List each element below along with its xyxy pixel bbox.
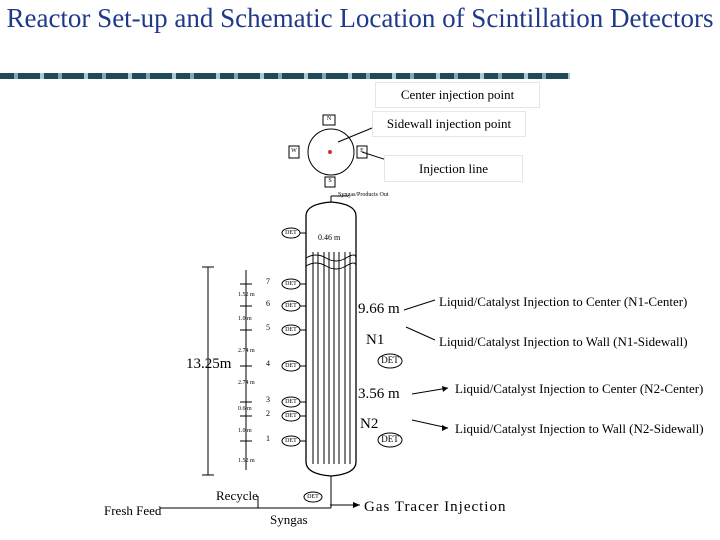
spacing-label-3: 2.74 m bbox=[238, 348, 255, 354]
legend-n2-center: Liquid/Catalyst Injection to Center (N2-… bbox=[455, 381, 704, 396]
level-5-label: 5 bbox=[266, 323, 270, 332]
spacing-label-4: 2.74 m bbox=[238, 380, 255, 386]
det-oval-top bbox=[281, 227, 301, 239]
det-label-1: DET bbox=[285, 438, 297, 444]
fresh-feed-label: Fresh Feed bbox=[104, 503, 162, 518]
det-oval-3 bbox=[281, 396, 301, 408]
det-oval-1 bbox=[281, 435, 301, 447]
level-7-label: 7 bbox=[266, 277, 270, 286]
south-label: S bbox=[328, 178, 332, 184]
spacing-label-1: 1.52 m bbox=[238, 292, 255, 298]
recycle-label: Recycle bbox=[216, 488, 258, 503]
det-label-n2: DET bbox=[381, 434, 399, 444]
east-label: E bbox=[360, 148, 364, 154]
det-oval-6 bbox=[281, 300, 301, 312]
det-label-4: DET bbox=[285, 363, 297, 369]
upper-height-label: 9.66 m bbox=[358, 301, 400, 317]
n2-label: N2 bbox=[360, 416, 379, 432]
west-box bbox=[288, 145, 300, 159]
n1-label: N1 bbox=[366, 332, 385, 348]
level-3-label: 3 bbox=[266, 395, 270, 404]
reactor-vessel bbox=[305, 201, 357, 477]
spacing-label-2: 1.0 m bbox=[238, 316, 252, 322]
lower-height-label: 3.56 m bbox=[358, 386, 400, 402]
sidewall-injection-callout: Sidewall injection point bbox=[372, 111, 526, 137]
level-4-label: 4 bbox=[266, 359, 270, 368]
det-label-6: DET bbox=[285, 303, 297, 309]
west-label: W bbox=[291, 148, 297, 154]
legend-n2-wall: Liquid/Catalyst Injection to Wall (N2-Si… bbox=[455, 421, 704, 436]
det-oval-5 bbox=[281, 324, 301, 336]
east-box bbox=[356, 145, 368, 159]
det-oval-n2 bbox=[377, 432, 403, 448]
det-label-n1: DET bbox=[381, 355, 399, 365]
north-box bbox=[322, 114, 336, 126]
north-label: N bbox=[326, 116, 332, 122]
det-label-7: DET bbox=[285, 281, 297, 287]
spacing-label-6: 1.0 m bbox=[238, 428, 252, 434]
legend-n1-center: Liquid/Catalyst Injection to Center (N1-… bbox=[439, 294, 688, 309]
syngas-label: Syngas bbox=[270, 512, 308, 527]
legend-n1-wall: Liquid/Catalyst Injection to Wall (N1-Si… bbox=[439, 334, 688, 349]
det-oval-bottom bbox=[303, 491, 323, 503]
det-label-5: DET bbox=[285, 327, 297, 333]
cooling-tubes bbox=[312, 252, 351, 464]
det-oval-n1 bbox=[377, 353, 403, 369]
det-label-top: DET bbox=[285, 230, 297, 236]
spacing-label-5: 0.6 m bbox=[238, 406, 252, 412]
gas-tracer-label: Gas Tracer Injection bbox=[364, 499, 507, 515]
det-oval-2 bbox=[281, 410, 301, 422]
spacing-label-7: 1.52 m bbox=[238, 458, 255, 464]
level-6-label: 6 bbox=[266, 299, 270, 308]
det-label-bottom: DET bbox=[307, 494, 319, 500]
injection-line-callout: Injection line bbox=[384, 155, 523, 182]
total-height-label: 13.25m bbox=[186, 356, 232, 372]
det-label-2: DET bbox=[285, 413, 297, 419]
level-1-label: 1 bbox=[266, 434, 270, 443]
diameter-label: 0.46 m bbox=[318, 233, 341, 242]
level-2-label: 2 bbox=[266, 409, 270, 418]
top-outlet-label: Syngas/Products Out bbox=[338, 192, 389, 198]
det-oval-7 bbox=[281, 278, 301, 290]
center-injection-marker bbox=[328, 150, 332, 154]
det-label-3: DET bbox=[285, 399, 297, 405]
det-oval-4 bbox=[281, 360, 301, 372]
south-box bbox=[324, 176, 336, 188]
center-injection-callout: Center injection point bbox=[375, 82, 540, 108]
page-title: Reactor Set-up and Schematic Location of… bbox=[6, 3, 714, 33]
cross-section-circle bbox=[307, 128, 355, 176]
decorative-band bbox=[0, 73, 570, 79]
